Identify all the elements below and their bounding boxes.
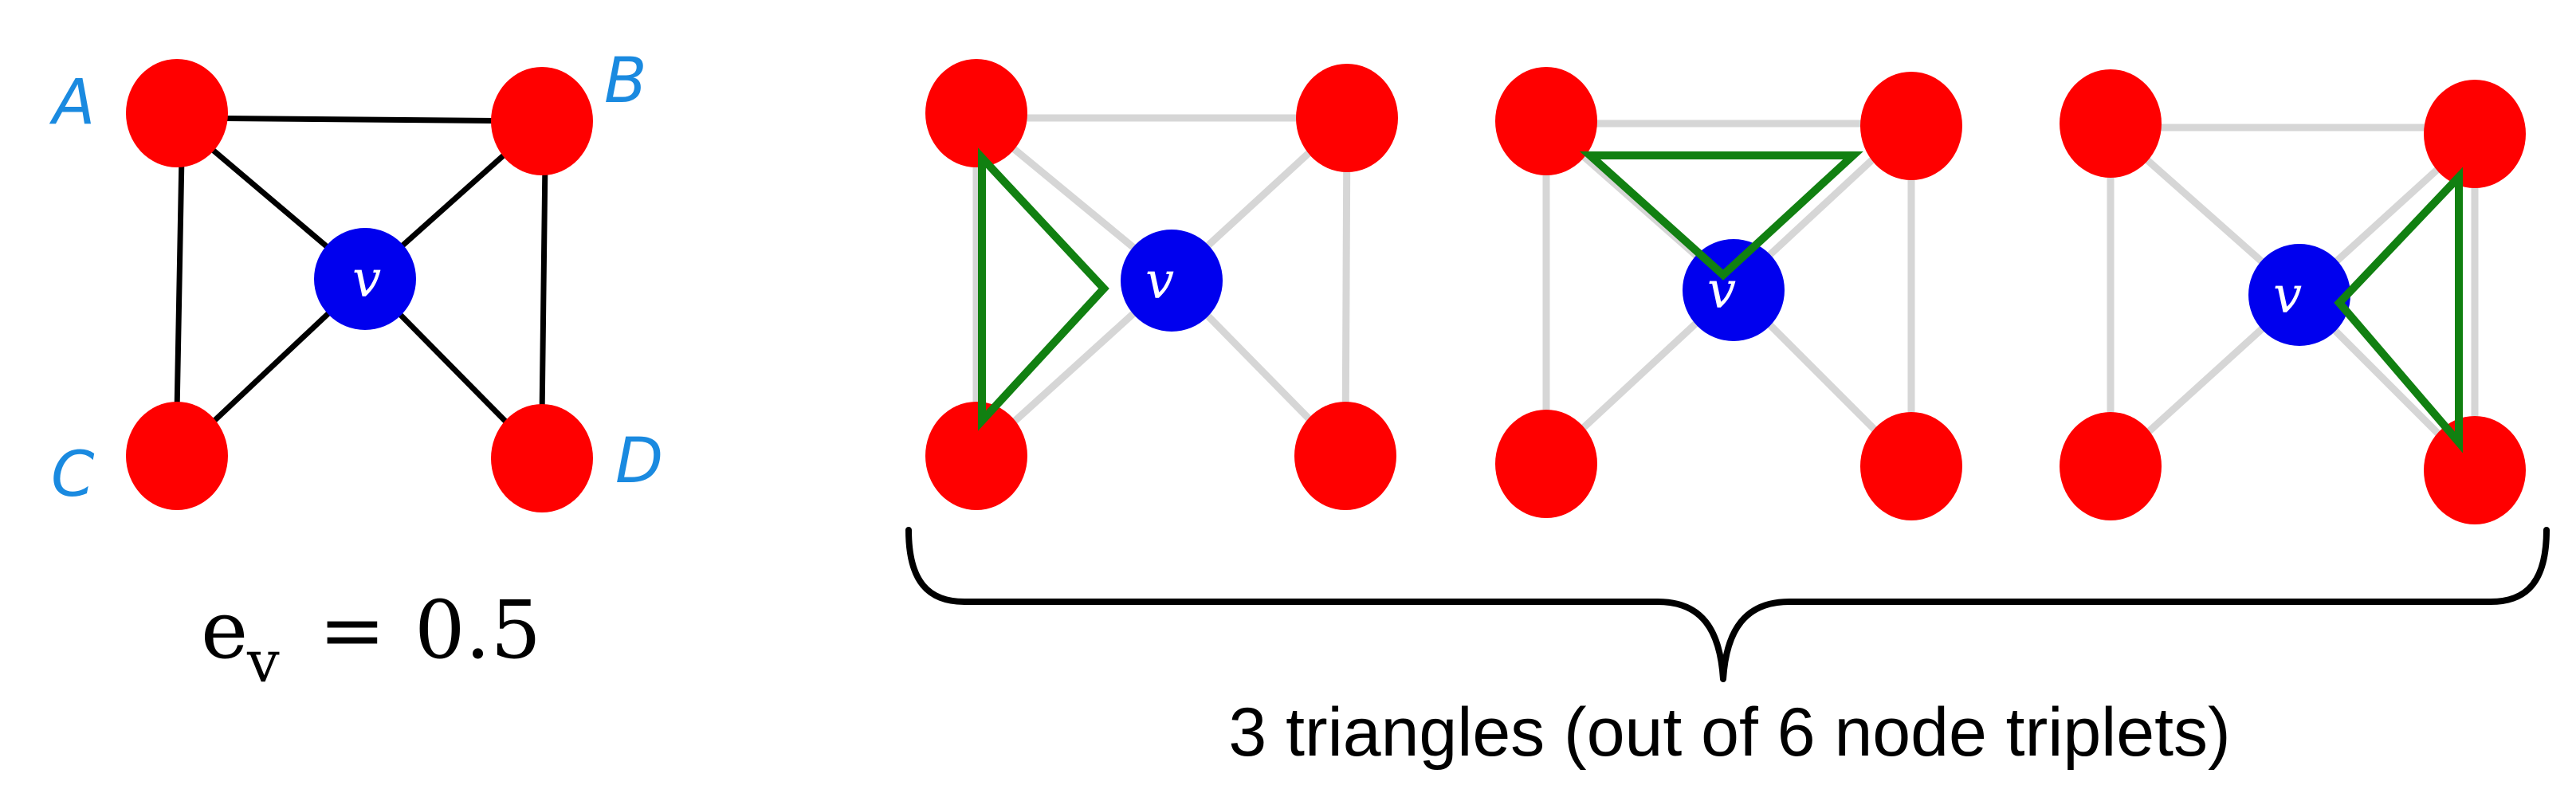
node-d-label: D bbox=[615, 426, 663, 497]
node-d bbox=[491, 404, 593, 512]
triangle-panel-1: v bbox=[925, 59, 1398, 510]
formula-value: 0.5 bbox=[414, 583, 541, 677]
node-b bbox=[1860, 72, 1962, 180]
node-a bbox=[2060, 69, 2162, 178]
node-b bbox=[1296, 64, 1398, 172]
node-d bbox=[2424, 416, 2526, 524]
formula-symbol: e bbox=[201, 583, 248, 677]
node-c-label: C bbox=[51, 439, 95, 511]
triangle-panel-3: v bbox=[2060, 69, 2526, 524]
node-v bbox=[314, 228, 416, 330]
faded-edge-b-d bbox=[1341, 114, 1351, 460]
formula-equals: = bbox=[319, 583, 386, 677]
edge-a-c bbox=[174, 152, 185, 416]
node-a-label: A bbox=[49, 67, 95, 139]
highlighted-triangle bbox=[1579, 151, 1863, 281]
highlighted-triangle bbox=[978, 147, 1109, 431]
node-v-label: v bbox=[352, 250, 381, 309]
edge-a-b bbox=[172, 115, 545, 124]
triangle-panel-2: v bbox=[1495, 67, 1962, 520]
formula: e v = 0.5 bbox=[201, 583, 541, 695]
node-b bbox=[2424, 80, 2526, 188]
node-c bbox=[2060, 412, 2162, 520]
node-a bbox=[925, 59, 1027, 167]
formula-subscript: v bbox=[246, 628, 280, 695]
node-c bbox=[126, 402, 228, 510]
node-b bbox=[491, 67, 593, 175]
node-v-label: v bbox=[2273, 266, 2302, 325]
node-b-label: B bbox=[604, 45, 647, 117]
node-v bbox=[1121, 230, 1223, 332]
edge-b-d bbox=[539, 156, 548, 422]
curly-brace bbox=[905, 527, 2550, 682]
node-d bbox=[1860, 412, 1962, 520]
node-c bbox=[925, 402, 1027, 510]
node-v bbox=[2248, 244, 2350, 346]
highlighted-triangle bbox=[2334, 167, 2463, 453]
node-v-label: v bbox=[1145, 252, 1174, 311]
node-c bbox=[1495, 410, 1597, 518]
ego-graph: v A B C D bbox=[49, 45, 663, 512]
caption: 3 triangles (out of 6 node triplets) bbox=[1228, 694, 2230, 771]
node-d bbox=[1294, 402, 1396, 510]
node-a bbox=[126, 59, 228, 167]
node-a bbox=[1495, 67, 1597, 175]
